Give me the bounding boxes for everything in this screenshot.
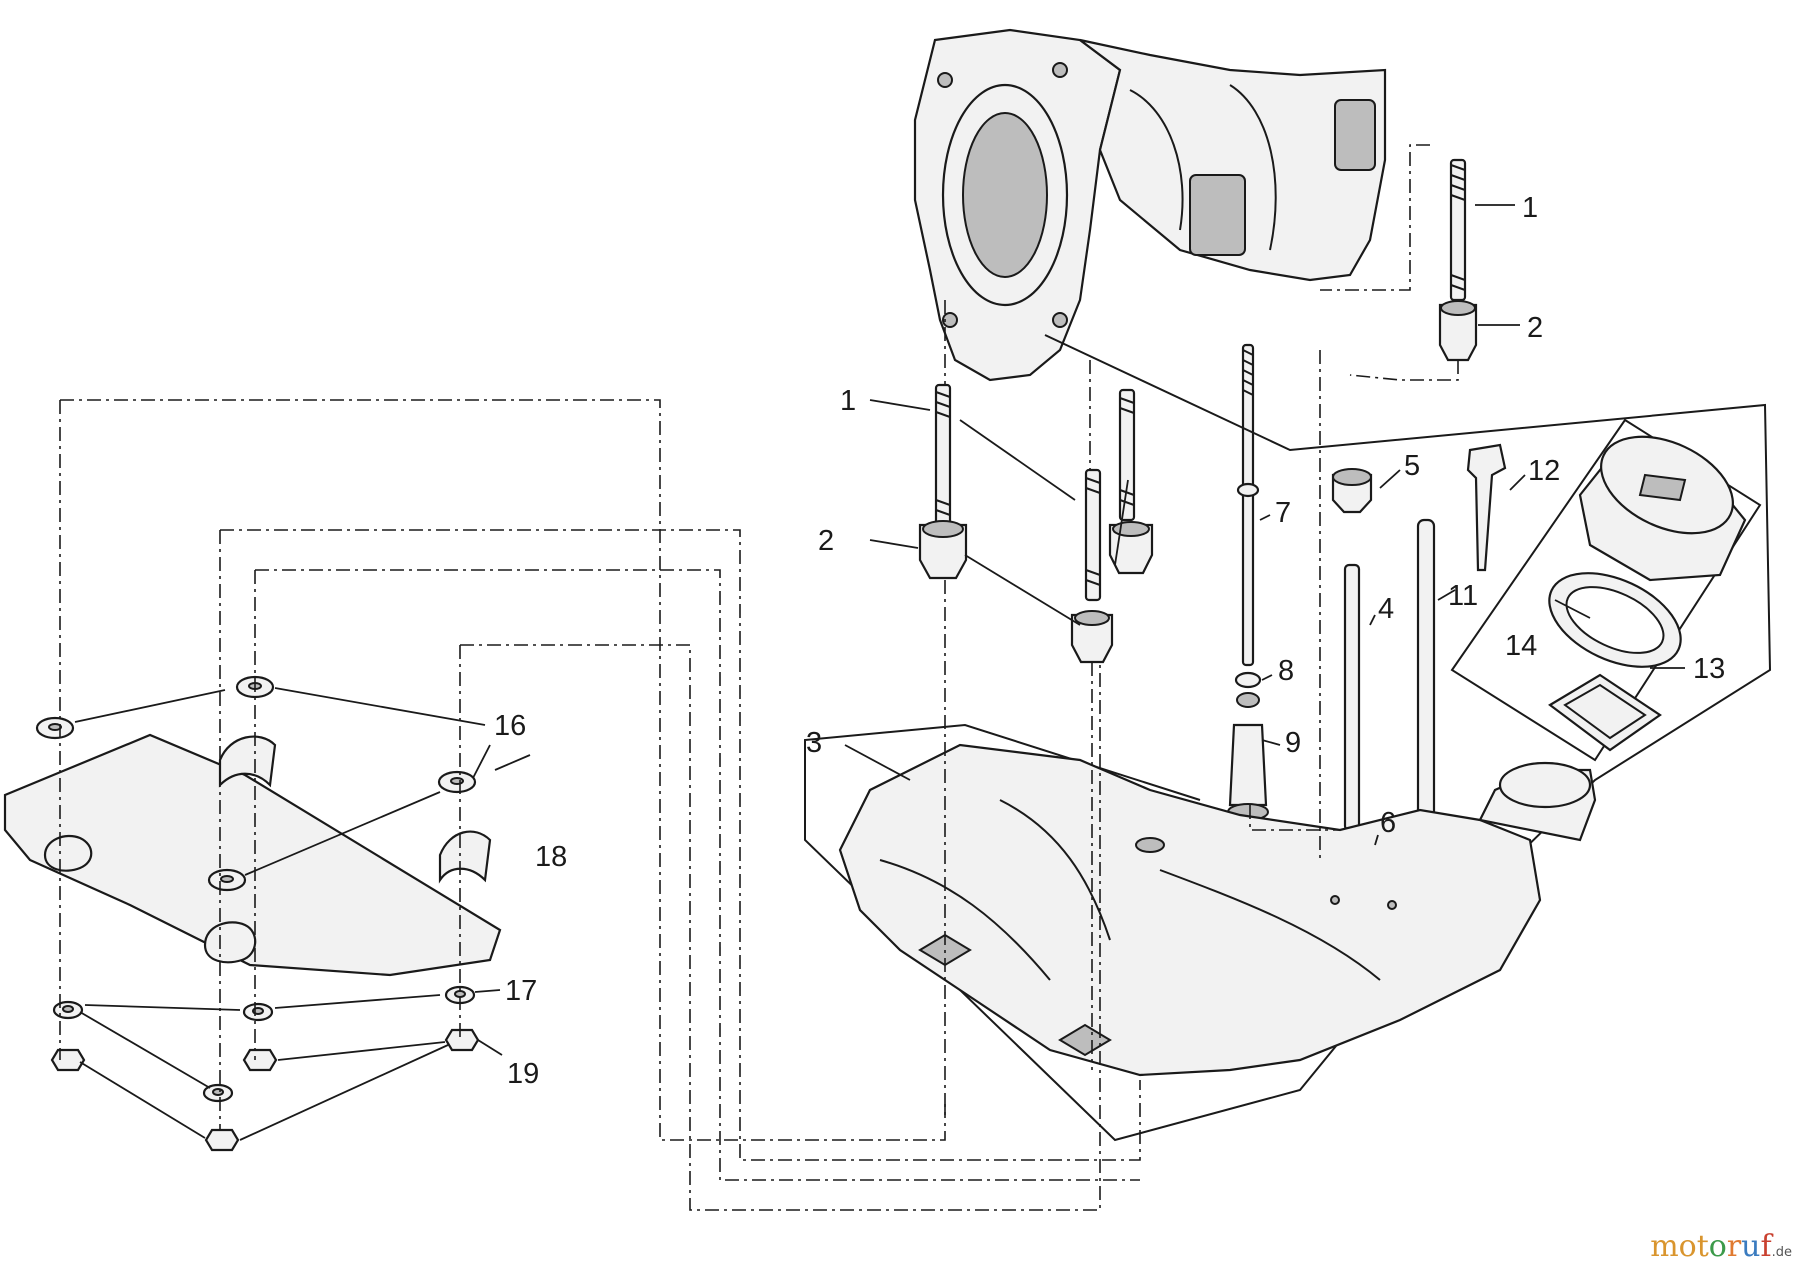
motoruf-watermark: motoruf.de bbox=[1650, 1229, 1792, 1264]
watermark-part-3: r bbox=[1726, 1229, 1742, 1264]
callout-2-right: 2 bbox=[1527, 312, 1543, 344]
watermark-part-5: f bbox=[1760, 1229, 1772, 1264]
watermark-part-4: u bbox=[1741, 1229, 1761, 1264]
stud-bolts-left bbox=[934, 383, 1136, 602]
washers bbox=[35, 675, 477, 1103]
engine-housing bbox=[913, 28, 1387, 382]
stud-bolt-right bbox=[1449, 158, 1467, 302]
callout-18: 18 bbox=[535, 841, 567, 873]
vent-assembly bbox=[1331, 468, 1373, 872]
callout-4: 4 bbox=[1378, 593, 1394, 625]
watermark-tld: .de bbox=[1771, 1245, 1792, 1260]
grommets-left bbox=[918, 520, 1154, 664]
callout-7: 7 bbox=[1275, 497, 1291, 529]
watermark-part-2: o bbox=[1708, 1229, 1727, 1264]
callout-3: 3 bbox=[806, 727, 822, 759]
nuts bbox=[50, 1028, 480, 1152]
callout-5: 5 bbox=[1404, 450, 1420, 482]
return-hose bbox=[1416, 518, 1436, 822]
callout-9: 9 bbox=[1285, 727, 1301, 759]
callout-13: 13 bbox=[1693, 653, 1725, 685]
callout-8: 8 bbox=[1278, 655, 1294, 687]
fuel-pickup-hose bbox=[1227, 343, 1269, 821]
callout-17: 17 bbox=[505, 975, 537, 1007]
cable-tie bbox=[1466, 443, 1507, 572]
fuel-cap bbox=[1578, 435, 1747, 582]
leader-lines bbox=[74, 204, 1685, 1141]
cap-retainer bbox=[1548, 673, 1662, 752]
callout-19: 19 bbox=[507, 1058, 539, 1090]
fuel-tank bbox=[838, 743, 1597, 1077]
callout-11: 11 bbox=[1448, 580, 1478, 612]
watermark-part-1: mot bbox=[1650, 1229, 1709, 1264]
shield-plate bbox=[3, 733, 502, 977]
callout-1-left: 1 bbox=[840, 385, 856, 417]
grommet-right bbox=[1438, 300, 1478, 362]
callout-numbers: 1 2 1 2 3 4 5 6 7 8 9 11 12 13 14 16 17 … bbox=[494, 192, 1725, 1090]
assembly-center-lines bbox=[59, 300, 1340, 1211]
callout-12: 12 bbox=[1528, 455, 1560, 487]
callout-6: 6 bbox=[1380, 807, 1396, 839]
cap-gasket bbox=[1548, 572, 1682, 668]
callout-1-right: 1 bbox=[1522, 192, 1538, 224]
callout-14: 14 bbox=[1505, 630, 1537, 662]
callout-2-left: 2 bbox=[818, 525, 834, 557]
callout-16: 16 bbox=[494, 710, 526, 742]
